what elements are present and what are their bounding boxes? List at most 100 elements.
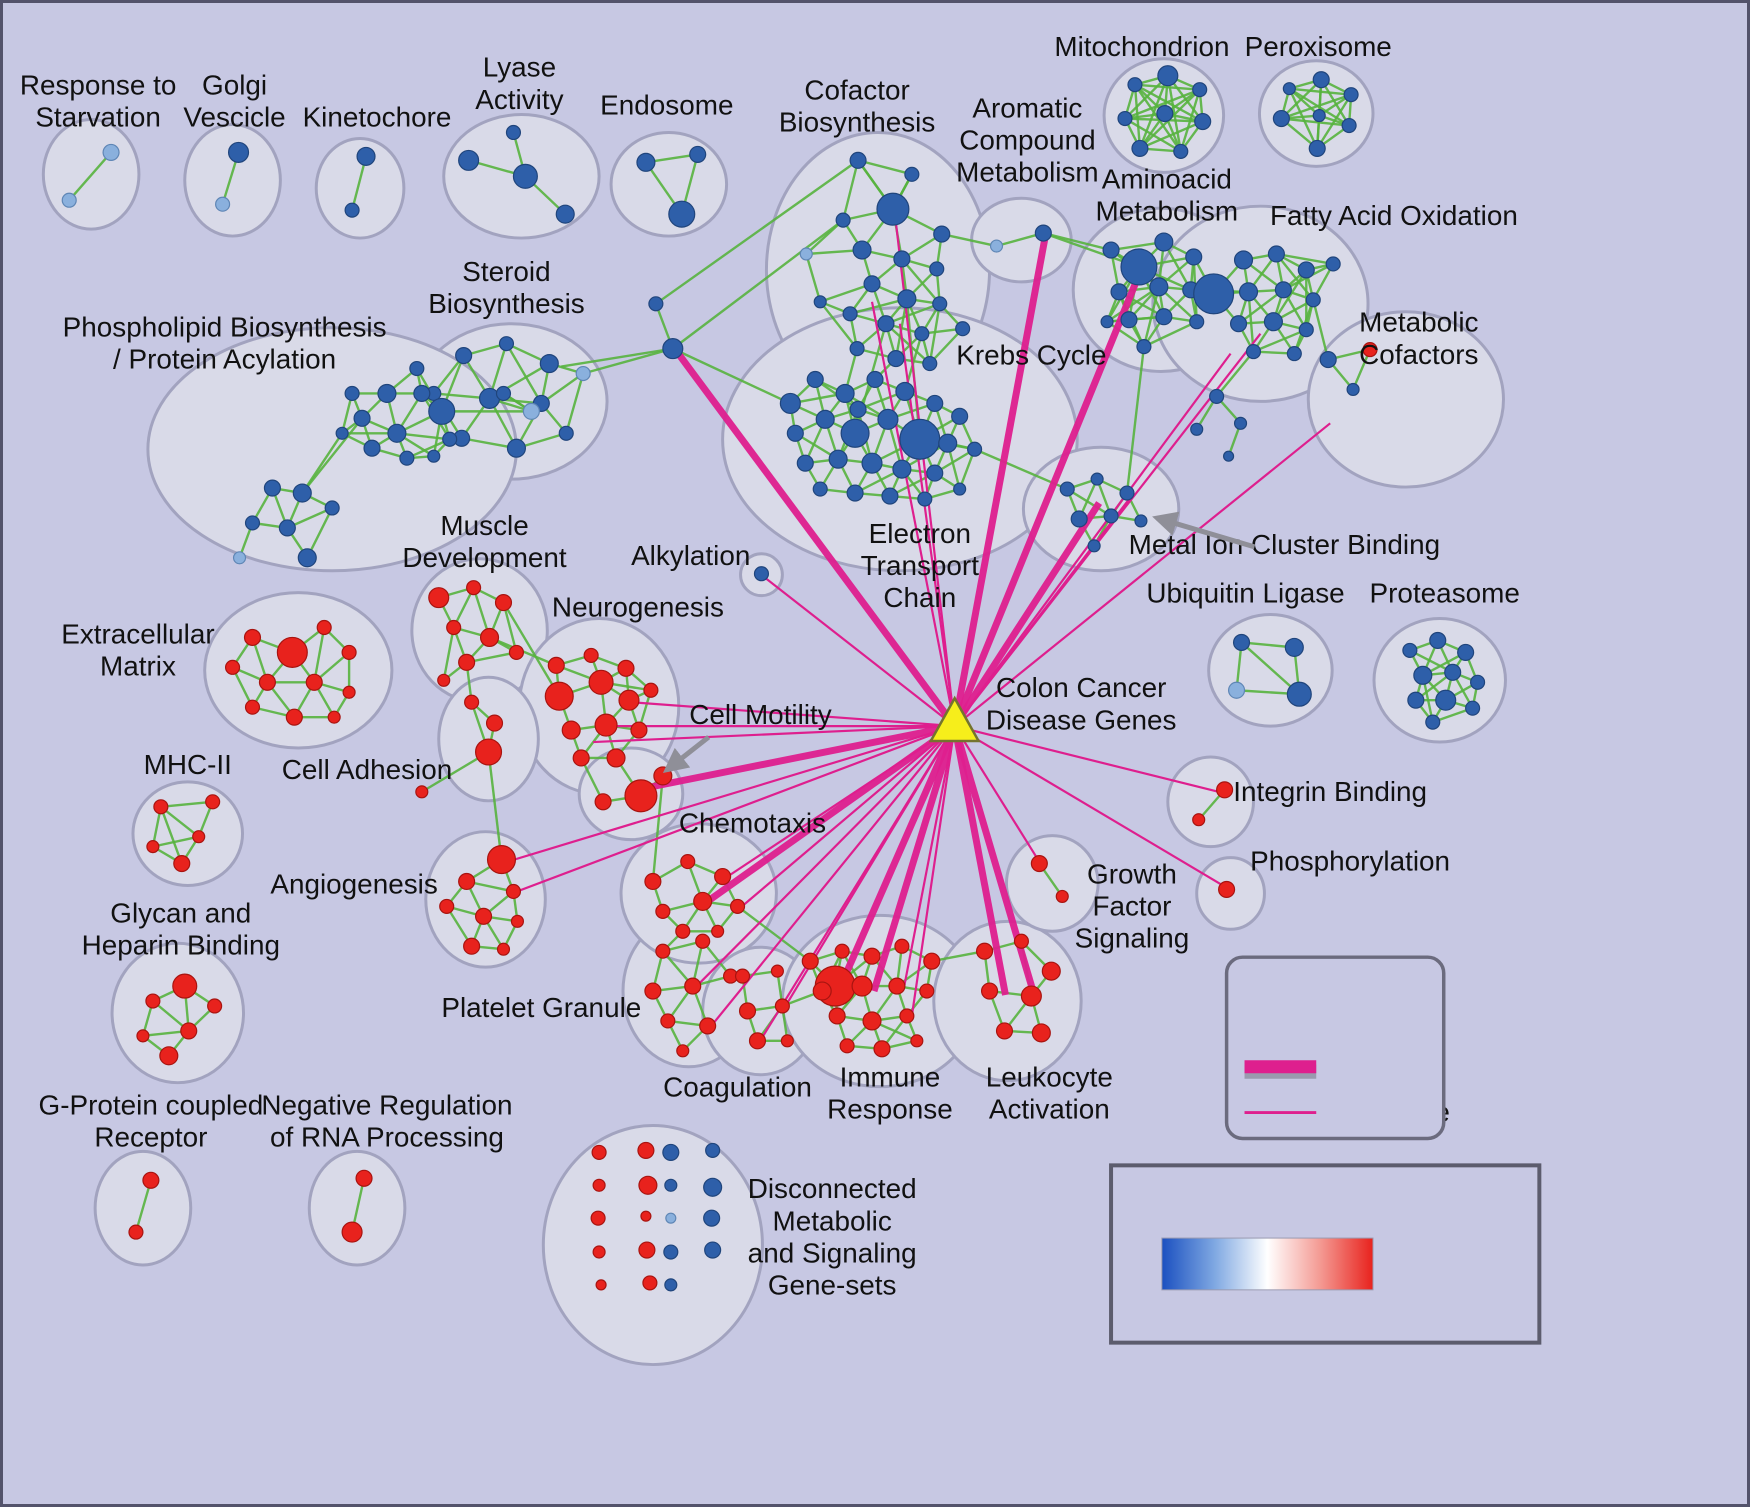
gene-set-node xyxy=(1034,224,1052,242)
gene-set-node xyxy=(689,145,707,163)
label-fatty-acid-oxidation: Fatty Acid Oxidation xyxy=(1270,200,1518,231)
gene-set-node xyxy=(917,491,933,507)
gene-set-node xyxy=(558,425,574,441)
gene-set-node xyxy=(662,338,684,360)
gene-set-node xyxy=(839,1038,855,1054)
gene-set-node xyxy=(815,409,835,429)
gene-set-node xyxy=(1325,256,1341,272)
gene-set-node xyxy=(780,1034,794,1048)
gene-set-node xyxy=(1131,139,1149,157)
gene-set-node xyxy=(583,647,599,663)
gene-set-node xyxy=(877,408,899,430)
overlap-edge-moderate xyxy=(504,725,955,864)
cluster-bubble-golgi-vescicle xyxy=(183,123,282,238)
gene-set-node xyxy=(664,1278,678,1292)
cluster-bubble-kinetochore xyxy=(314,136,406,240)
label-line: Aromatic xyxy=(972,93,1082,124)
green-edge xyxy=(841,160,860,221)
gene-set-node xyxy=(324,500,340,516)
gene-set-node xyxy=(862,1011,882,1031)
gene-set-node xyxy=(1154,232,1174,252)
gene-set-node xyxy=(544,681,574,711)
gene-set-node xyxy=(590,1210,606,1226)
gene-set-node xyxy=(636,152,656,172)
gene-set-node xyxy=(980,982,999,1000)
label-line: Kinetochore xyxy=(303,102,452,133)
green-edge xyxy=(68,151,112,201)
label-line: Heparin Binding xyxy=(82,929,280,960)
label-line: Extracellular xyxy=(61,618,214,649)
gene-set-node xyxy=(1031,1023,1051,1043)
gene-set-node xyxy=(835,212,851,228)
green-edge xyxy=(931,950,985,963)
gene-set-node xyxy=(1190,422,1204,436)
overlap-edge-moderate xyxy=(954,725,1231,891)
green-edge xyxy=(160,800,213,808)
green-edge xyxy=(885,322,931,365)
gene-set-node xyxy=(547,656,565,674)
gene-set-node xyxy=(413,384,431,403)
gene-set-node xyxy=(705,1142,721,1158)
green-edge xyxy=(487,751,503,860)
label-line: Ubiquitin Ligase xyxy=(1146,578,1344,609)
cell-motility-pointer xyxy=(662,735,711,774)
label-line: Disease Genes xyxy=(986,704,1177,735)
gene-set-node xyxy=(899,418,941,460)
green-edge xyxy=(406,438,451,460)
gene-set-node xyxy=(834,943,850,959)
gene-set-node xyxy=(561,720,581,740)
gene-set-node xyxy=(1402,642,1418,658)
overlap-significance-edges xyxy=(504,214,1331,1043)
gene-set-node xyxy=(344,202,360,218)
label-metal-ion-cluster-binding: Metal Ion Cluster Binding xyxy=(1129,529,1440,560)
green-edge xyxy=(502,602,518,653)
green-edge xyxy=(857,159,913,176)
green-edge xyxy=(1288,88,1319,149)
gene-set-node xyxy=(675,923,691,939)
gene-set-node xyxy=(1020,985,1042,1007)
gene-set-node xyxy=(995,1022,1014,1040)
label-kinetochore: Kinetochore xyxy=(303,102,452,133)
label-line: Receptor xyxy=(94,1122,207,1153)
gene-set-node xyxy=(1425,714,1441,730)
gene-set-node xyxy=(539,353,559,374)
gene-set-node xyxy=(595,1279,607,1291)
label-line: Factor xyxy=(1092,891,1171,922)
gene-set-node xyxy=(926,464,944,482)
gene-set-node xyxy=(989,239,1004,253)
gene-set-node xyxy=(455,347,473,365)
label-line: Activity xyxy=(475,84,563,115)
gene-set-node xyxy=(655,903,671,919)
gene-set-node xyxy=(285,708,303,726)
gene-set-node xyxy=(951,407,969,425)
green-edge xyxy=(152,835,199,848)
gene-set-node xyxy=(1173,143,1189,159)
gene-set-node xyxy=(1149,277,1169,297)
gene-set-node xyxy=(1189,314,1205,330)
gene-set-node xyxy=(1120,311,1138,329)
gene-set-node xyxy=(1263,312,1283,332)
gene-set-node xyxy=(842,306,858,322)
gene-set-node xyxy=(1282,82,1296,96)
label-endosome: Endosome xyxy=(600,90,733,121)
gene-set-node xyxy=(479,627,500,648)
gene-set-node xyxy=(660,1013,676,1029)
gene-set-node xyxy=(1041,961,1061,981)
gene-set-node xyxy=(711,924,725,938)
gene-set-node xyxy=(684,977,702,995)
cluster-bubble-glycan-heparin-binding xyxy=(110,941,246,1085)
gene-set-node xyxy=(341,644,357,660)
gene-set-node xyxy=(714,867,732,886)
label-line: Metabolic xyxy=(1359,307,1478,338)
gene-set-nodes xyxy=(61,65,1486,1292)
green-edge xyxy=(672,347,791,405)
green-edge xyxy=(928,327,964,365)
gene-set-node xyxy=(967,441,983,457)
gene-set-node xyxy=(243,628,262,647)
gene-set-node xyxy=(437,673,451,687)
gene-set-node xyxy=(655,943,671,959)
